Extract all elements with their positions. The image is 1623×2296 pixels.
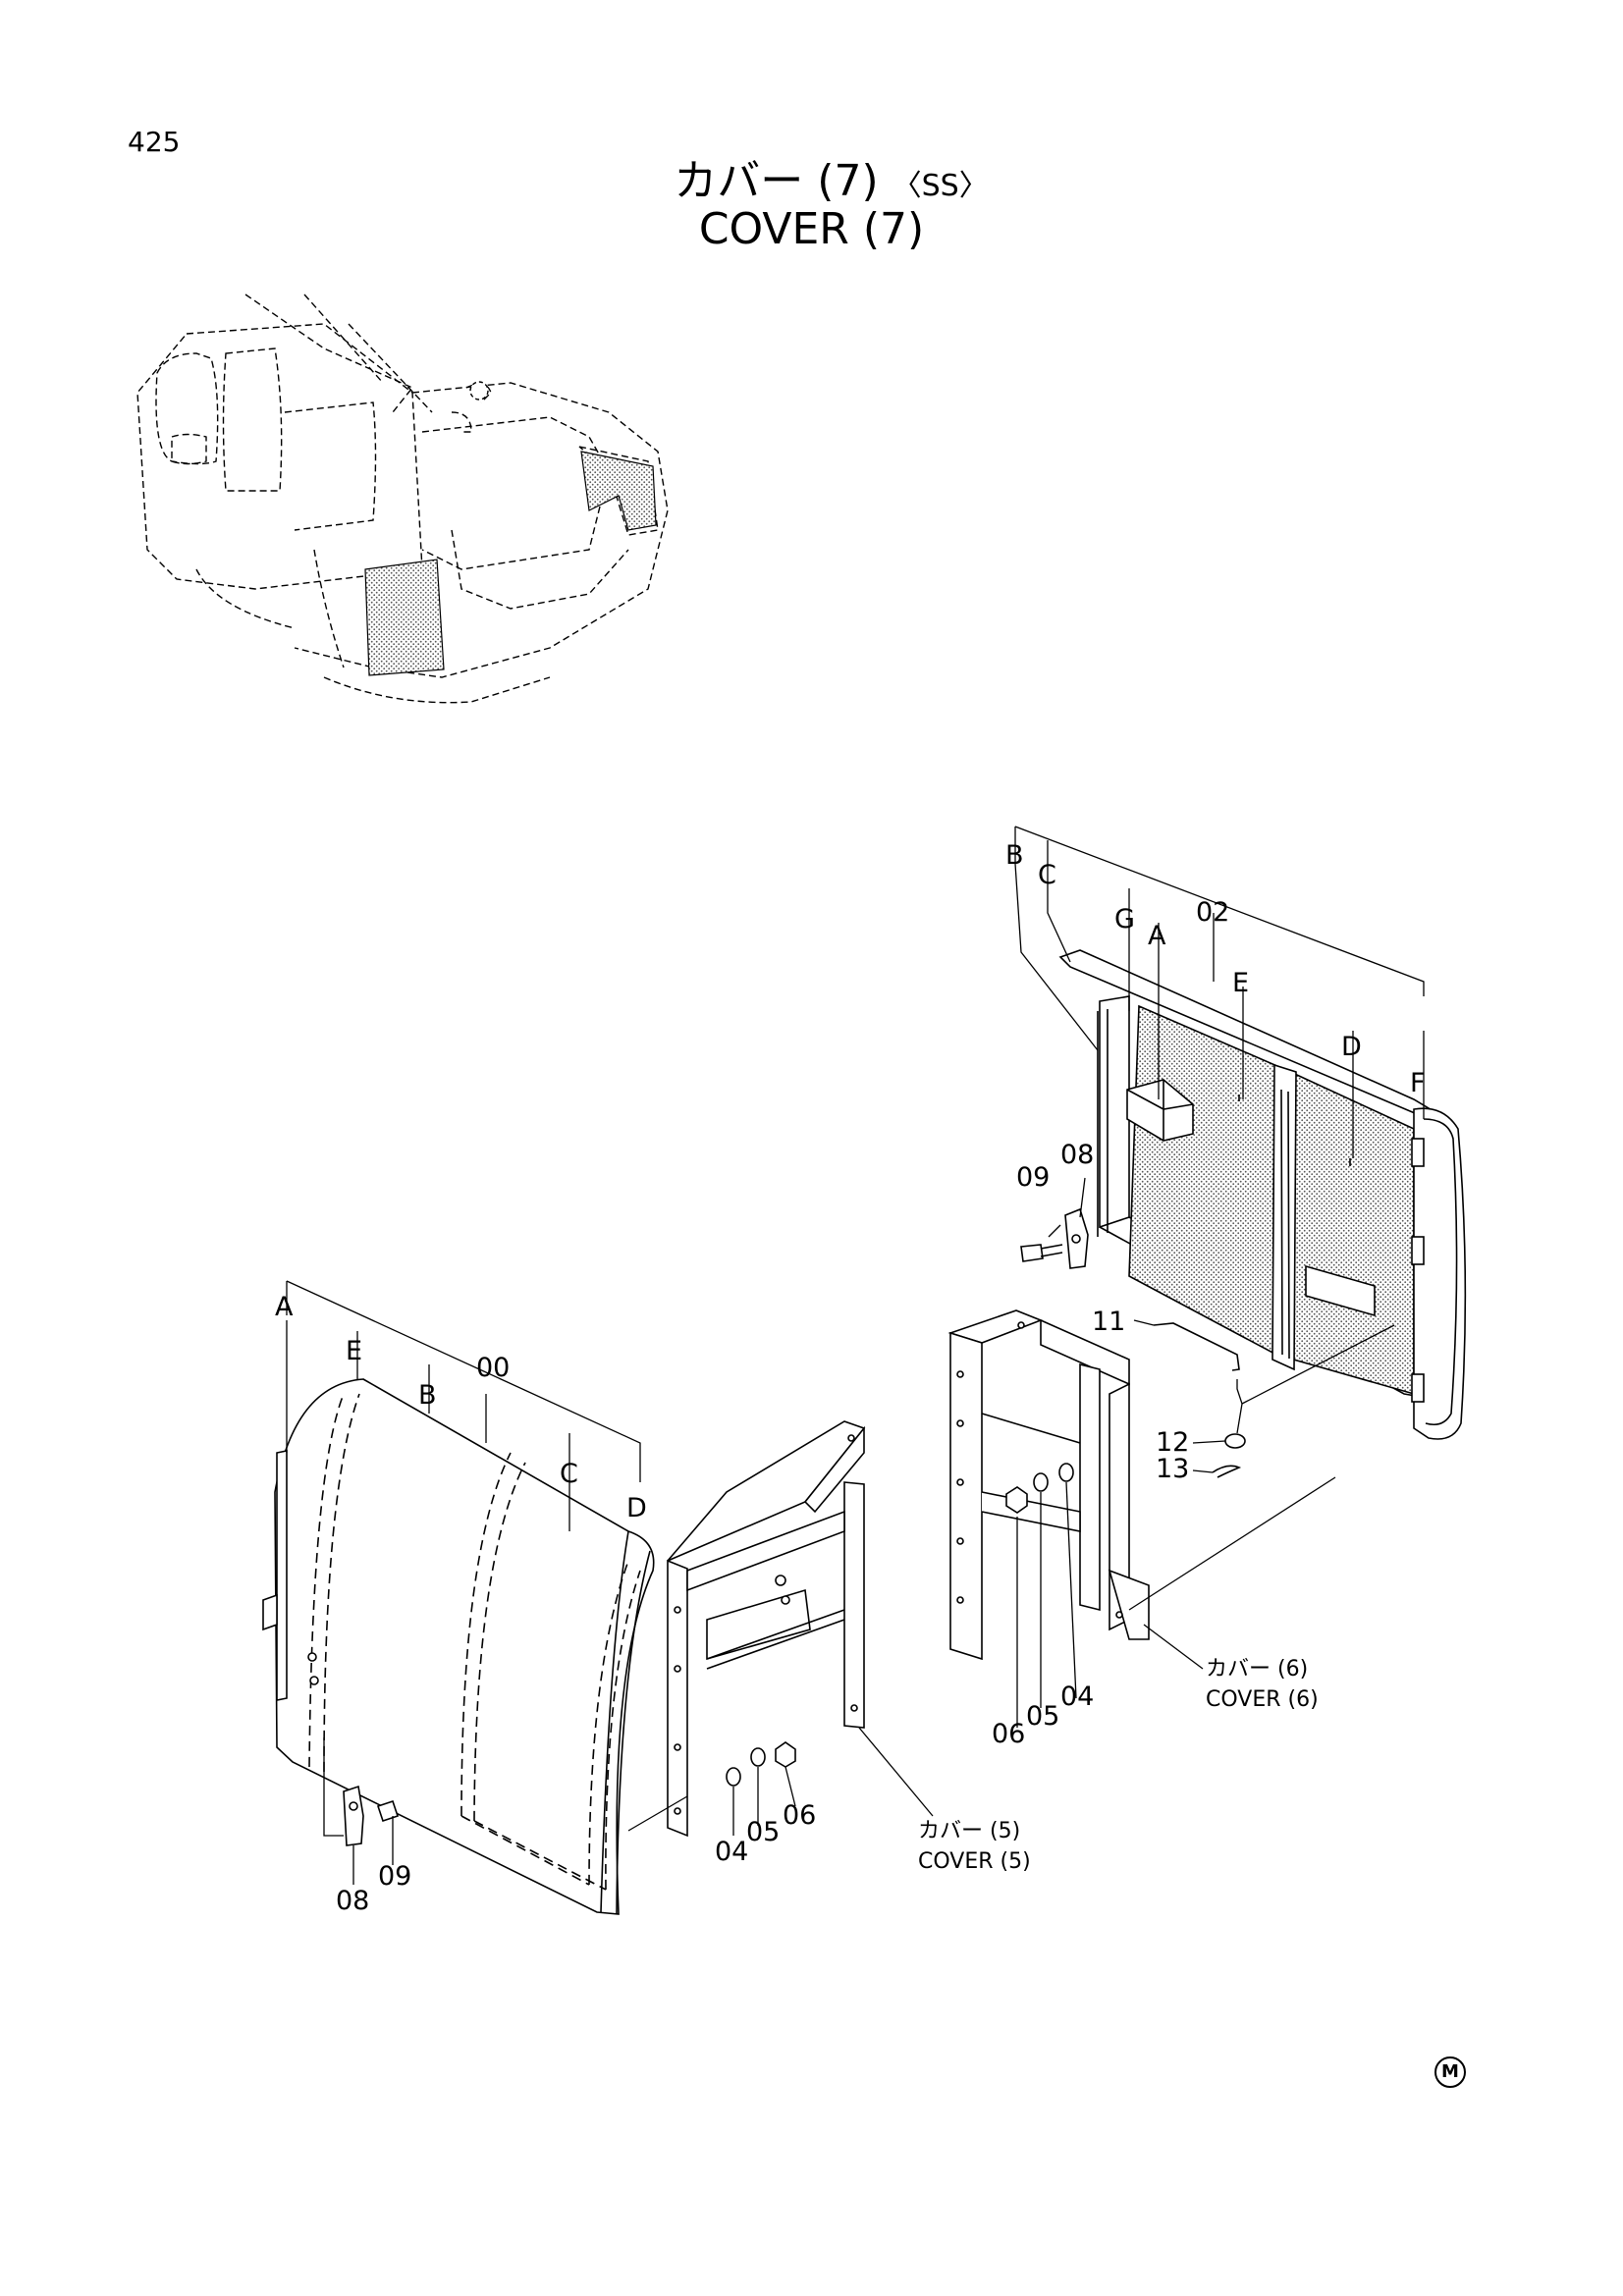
title-japanese: カバー (7) 〈SS〉 [0,145,1623,208]
reference-labels: カバー (5) COVER (5) カバー (6) COVER (6) [918,1657,1319,1874]
callout-09-right: 09 [1016,1162,1050,1193]
page-number: 425 [128,126,181,158]
callout-E-right: E [1232,968,1249,998]
callout-02: 02 [1196,897,1229,928]
ref-cover6-jp: カバー (6) [1206,1657,1308,1682]
callout-04-left: 04 [715,1837,748,1867]
callout-D-left: D [626,1493,647,1523]
overview-shaded-rear [580,451,657,531]
callout-05-left: 05 [746,1817,780,1847]
callout-G-right: G [1114,904,1135,934]
callout-C-right: C [1038,860,1056,890]
cover7-right-assembly [1058,949,1467,1440]
callout-08-left: 08 [336,1886,369,1916]
callout-04-right: 04 [1060,1682,1094,1712]
callout-B-left: B [418,1380,437,1411]
m-mark-symbol: M [1434,2056,1466,2088]
callout-13: 13 [1156,1454,1189,1484]
callout-A-right: A [1148,921,1166,951]
small-parts [343,1207,1246,1846]
leader-lines [286,826,1425,1885]
callout-00: 00 [476,1353,510,1383]
callout-09-left: 09 [378,1861,411,1892]
right-callouts: B C G A 02 E D F 08 09 11 12 13 06 05 04 [992,840,1426,1749]
overview-cap [469,381,489,400]
cover6-frame [947,1309,1150,1661]
ref-cover5-en: COVER (5) [918,1849,1031,1874]
ref-cover5-jp: カバー (5) [918,1819,1020,1843]
title-jp-text: カバー (7) [674,156,879,206]
callout-12: 12 [1156,1427,1189,1458]
callout-A-left: A [275,1292,294,1322]
overview-shaded-front [364,559,445,676]
callout-06-left: 06 [783,1800,816,1831]
left-callouts: A E B 00 C D 08 09 04 05 06 [275,1292,816,1916]
callout-C-left: C [560,1459,578,1489]
callout-06-right: 06 [992,1719,1025,1749]
title-jp-suffix: 〈SS〉 [892,169,989,203]
callout-F-right: F [1410,1068,1426,1098]
ref-cover6-en: COVER (6) [1206,1687,1319,1712]
callout-05-right: 05 [1026,1701,1059,1732]
callout-D-right: D [1341,1032,1362,1062]
title-english: COVER (7) [698,204,925,254]
callout-08-right: 08 [1060,1140,1094,1170]
cover5-frame [667,1420,866,1838]
callout-B-right: B [1005,840,1024,871]
cover7-left-assembly [262,1378,655,1915]
callout-E-left: E [346,1336,362,1366]
callout-11: 11 [1092,1307,1125,1337]
